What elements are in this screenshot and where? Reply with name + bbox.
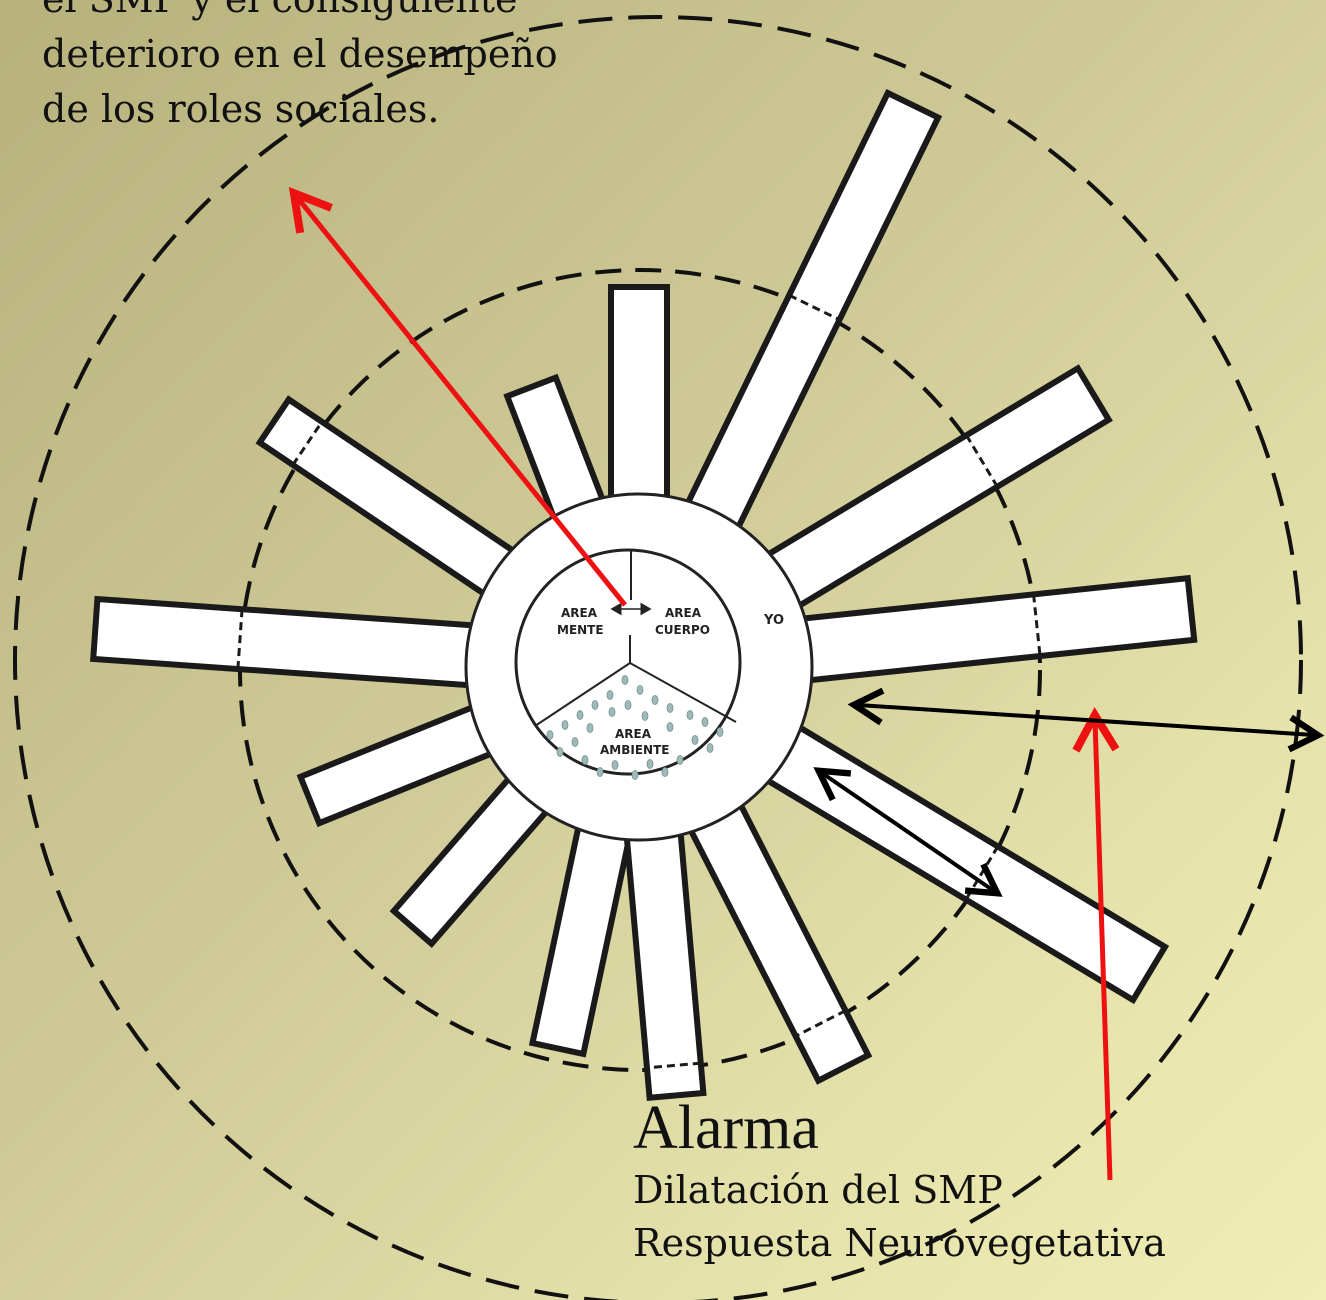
ambiente-dot [576,710,584,720]
outer-dashed-circle [13,15,1303,1300]
divider-left [534,662,631,727]
area-ambiente-label-2: AMBIENTE [600,743,669,757]
top-annotation-line-2: deterioro en el desempeño [42,32,558,76]
ambiente-dot [676,755,684,765]
ambiente-dot [571,737,579,747]
radial-bar-tick-11 [1032,594,1042,657]
black-arrow-inner-gap [813,767,1003,897]
ambiente-dot [636,685,644,695]
ambiente-dot [651,695,659,705]
area-ambiente-label-1: AREA [615,727,652,741]
top-annotation-line-3: de los roles sociales. [42,87,440,131]
alarma-title: Alarma [633,1094,819,1162]
ambiente-dot [706,743,714,753]
radial-bar-tick-4 [236,609,244,670]
ambiente-dot [596,767,604,777]
inner-areas-circle [514,548,742,776]
ambiente-dot [591,700,599,710]
area-cuerpo-label-1: AREA [665,606,702,620]
ambiente-dot [701,717,709,727]
area-ambiente-dots [546,675,724,780]
respuesta-line: Respuesta Neurovegetativa [633,1221,1166,1265]
ambiente-dot [561,720,569,730]
ambiente-dot [624,700,632,710]
ambiente-dot [621,675,629,685]
radial-bar-tick-12 [965,434,999,488]
radial-bar-tick-8 [646,1061,701,1070]
bottom-annotation: Alarma Dilatación del SMP Respuesta Neur… [633,1092,1166,1270]
dilatacion-line: Dilatación del SMP [633,1168,1003,1212]
radial-bar-tick-9 [794,1009,847,1038]
red-arrow-to-top-text [288,186,627,607]
ambiente-dot [586,723,594,733]
black-arrow-outer-gap [847,687,1325,753]
ambiente-dot [691,735,699,745]
ambiente-dot [611,760,619,770]
ambiente-dot [631,770,639,780]
ambiente-dot [608,707,616,717]
area-mente-label-1: AREA [561,606,598,620]
ambiente-dot [581,755,589,765]
ambiente-dot [661,767,669,777]
top-annotation-line-1: el SMP y el consiguiente [42,0,558,27]
area-cuerpo-label-2: CUERPO [655,623,710,637]
ambiente-dot [641,711,649,721]
ambiente-dot [646,759,654,769]
radial-bar-tick-13 [788,293,841,322]
red-arrow-to-bottom-text [1072,706,1120,1181]
ambiente-dot [606,690,614,700]
yo-label: YO [763,613,784,628]
divider-right [629,662,737,723]
ambiente-dot [666,722,674,732]
ambiente-dot [546,730,554,740]
ambiente-dot [666,703,674,713]
area-mente-label-2: MENTE [557,623,604,637]
top-annotation: el SMP y el consiguiente deterioro en el… [42,0,558,137]
ambiente-dot [556,747,564,757]
ambiente-dot [686,710,694,720]
ambiente-dot [716,727,724,737]
